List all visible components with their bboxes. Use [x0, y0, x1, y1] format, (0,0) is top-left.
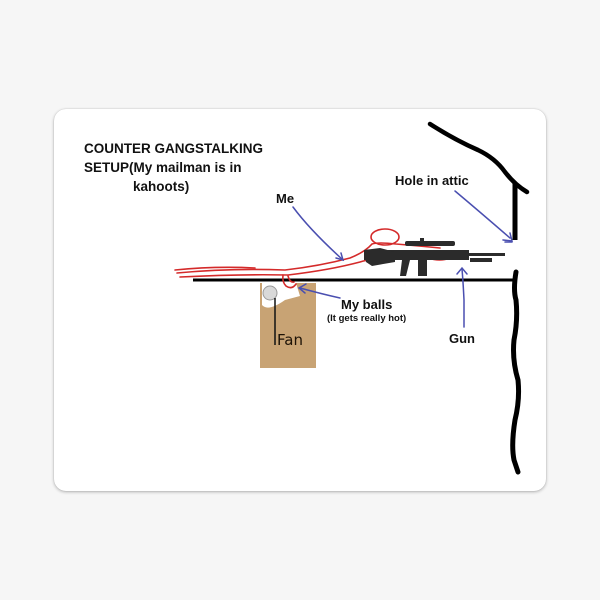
- label-fan: Fan: [277, 331, 303, 349]
- label-hole-in-attic: Hole in attic: [395, 173, 469, 188]
- fan-image: [260, 283, 316, 368]
- label-my-balls: My balls: [341, 297, 393, 312]
- title-line-1: COUNTER GANGSTALKING: [84, 141, 263, 156]
- title-line-3: kahoots): [133, 179, 190, 194]
- sticker-title: COUNTER GANGSTALKING SETUP(My mailman is…: [84, 139, 263, 196]
- lower-wall: [510, 269, 522, 475]
- gun-image: [364, 238, 505, 276]
- title-line-2: SETUP(My mailman is in: [84, 160, 242, 175]
- label-me: Me: [276, 191, 295, 206]
- label-gets-hot: (It gets really hot): [327, 313, 407, 324]
- annotation-arrows: [292, 190, 513, 328]
- label-gun: Gun: [449, 331, 475, 346]
